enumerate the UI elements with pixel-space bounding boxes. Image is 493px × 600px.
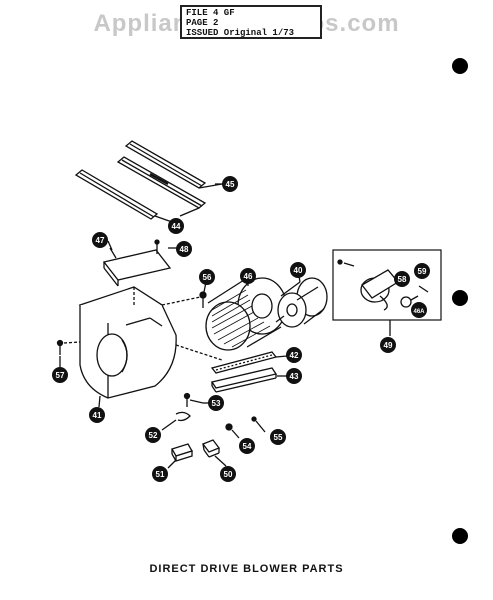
rail-45 bbox=[124, 140, 223, 189]
svg-text:59: 59 bbox=[418, 267, 427, 276]
svg-text:53: 53 bbox=[212, 399, 221, 408]
svg-text:40: 40 bbox=[294, 266, 303, 275]
binder-hole-top bbox=[452, 58, 468, 74]
svg-text:46A: 46A bbox=[413, 309, 425, 315]
svg-text:41: 41 bbox=[93, 411, 102, 420]
mounting-bracket-47 bbox=[102, 247, 172, 287]
callout-52: 52 bbox=[145, 427, 161, 443]
svg-text:57: 57 bbox=[56, 371, 65, 380]
svg-text:56: 56 bbox=[203, 273, 212, 282]
blower-motor-40 bbox=[275, 277, 328, 328]
callout-59: 59 bbox=[414, 263, 430, 279]
callout-58: 58 bbox=[394, 271, 410, 287]
svg-text:51: 51 bbox=[156, 470, 165, 479]
callout-53: 53 bbox=[208, 395, 224, 411]
svg-text:58: 58 bbox=[398, 275, 407, 284]
svg-text:55: 55 bbox=[274, 433, 283, 442]
callout-40: 40 bbox=[290, 262, 306, 278]
blower-wheel-46 bbox=[205, 277, 287, 351]
svg-text:47: 47 bbox=[96, 236, 105, 245]
svg-text:52: 52 bbox=[149, 431, 158, 440]
bracket-43 bbox=[210, 367, 278, 393]
svg-text:43: 43 bbox=[290, 372, 299, 381]
issued-line: ISSUED Original 1/73 bbox=[186, 28, 295, 38]
terminal-block-51 bbox=[167, 443, 193, 469]
screw-57 bbox=[56, 339, 64, 355]
page-line: PAGE 2 bbox=[186, 18, 219, 28]
callout-layer: 45 44 47 48 56 46 40 59 58 46A 49 42 43 … bbox=[52, 176, 430, 482]
callout-44: 44 bbox=[168, 218, 184, 234]
screw-54 bbox=[225, 423, 240, 439]
svg-text:42: 42 bbox=[290, 351, 299, 360]
svg-text:48: 48 bbox=[180, 245, 189, 254]
screw-53 bbox=[183, 392, 204, 407]
callout-41: 41 bbox=[89, 407, 105, 423]
callout-46a: 46A bbox=[411, 302, 427, 318]
rail-44-upper bbox=[116, 156, 207, 209]
file-line: FILE 4 GF bbox=[186, 8, 235, 18]
callout-48: 48 bbox=[176, 241, 192, 257]
callout-51: 51 bbox=[152, 466, 168, 482]
file-info-box: FILE 4 GF PAGE 2 ISSUED Original 1/73 bbox=[180, 5, 322, 39]
callout-42: 42 bbox=[286, 347, 302, 363]
connector-50 bbox=[201, 439, 227, 467]
callout-46: 46 bbox=[240, 268, 256, 284]
screw-56 bbox=[199, 291, 207, 308]
callout-49: 49 bbox=[380, 337, 396, 353]
callout-55: 55 bbox=[270, 429, 286, 445]
screw-48 bbox=[154, 239, 178, 254]
clip-52 bbox=[161, 411, 191, 431]
callout-56: 56 bbox=[199, 269, 215, 285]
svg-text:46: 46 bbox=[244, 272, 253, 281]
callout-50: 50 bbox=[220, 466, 236, 482]
svg-text:54: 54 bbox=[243, 442, 252, 451]
callout-57: 57 bbox=[52, 367, 68, 383]
rail-44-lower bbox=[74, 169, 200, 223]
svg-text:50: 50 bbox=[224, 470, 233, 479]
svg-text:49: 49 bbox=[384, 341, 393, 350]
screw-55 bbox=[251, 416, 266, 433]
binder-hole-bottom bbox=[452, 528, 468, 544]
callout-47: 47 bbox=[92, 232, 108, 248]
diagram-caption: DIRECT DRIVE BLOWER PARTS bbox=[149, 563, 344, 575]
binder-hole-middle bbox=[452, 290, 468, 306]
svg-text:45: 45 bbox=[226, 180, 235, 189]
callout-45: 45 bbox=[222, 176, 238, 192]
blower-housing-41 bbox=[78, 286, 177, 399]
callout-54: 54 bbox=[239, 438, 255, 454]
capacitor-assembly-box-49 bbox=[332, 249, 442, 336]
callout-43: 43 bbox=[286, 368, 302, 384]
svg-text:44: 44 bbox=[172, 222, 181, 231]
